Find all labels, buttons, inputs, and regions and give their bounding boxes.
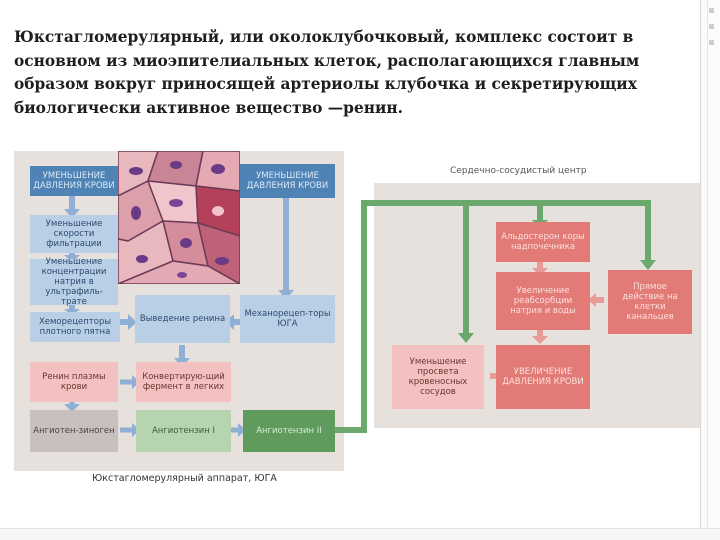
diagram-caption: Юкстагломерулярный аппарат, ЮГА (92, 473, 277, 484)
bp-decrease-left-box: УМЕНЬШЕНИЕ ДАВЛЕНИЯ КРОВИ (30, 166, 118, 196)
bp-decrease-middle-box: УМЕНЬШЕНИЕ ДАВЛЕНИЯ КРОВИ (240, 164, 335, 198)
angiotensinogen-box: Ангиотен-зиноген (30, 410, 118, 452)
angiotensin-2-box: Ангиотензин II (243, 410, 335, 452)
slide-title: Юкстагломерулярный, или околоклубочковый… (14, 28, 640, 117)
mechanoreceptors-box: Механорецеп-торы ЮГА (240, 295, 335, 343)
filtration-speed-box: Уменьшение скорости фильтрации (30, 215, 118, 253)
renin-release-box: Выведение ренина (135, 295, 230, 343)
aldosterone-box: Альдостерон коры надпочечника (496, 222, 590, 262)
plasma-renin-box: Ренин плазмы крови (30, 362, 118, 402)
macula-densa-box: Хеморецепторы плотного пятна (30, 312, 120, 342)
corner-decoration (709, 40, 714, 45)
converting-enzyme-box: Конвертирую-щий фермент в легких (136, 362, 231, 402)
direct-action-box: Прямое действие на клетки канальцев (608, 270, 692, 334)
sodium-concentration-box: Уменьшение концентрации натрия в ультраф… (30, 257, 118, 307)
slide-right-border (700, 0, 720, 540)
vessel-narrowing-box: Уменьшение просвета кровеносных сосудов (392, 345, 484, 409)
corner-decoration (709, 8, 714, 13)
arrow-a2-to-direct-action (334, 200, 651, 433)
bp-increase-box: УВЕЛИЧЕНИЕ ДАВЛЕНИЯ КРОВИ (496, 345, 590, 409)
tissue-micrograph-image (118, 151, 240, 284)
slide-bottom-edge (0, 528, 720, 540)
corner-decoration (709, 24, 714, 29)
cardiovascular-panel-title: Сердечно-сосудистый центр (450, 166, 587, 176)
reabsorption-box: Увеличение реабсорбции натрия и воды (496, 272, 590, 330)
angiotensin-1-box: Ангиотензин I (136, 410, 231, 452)
